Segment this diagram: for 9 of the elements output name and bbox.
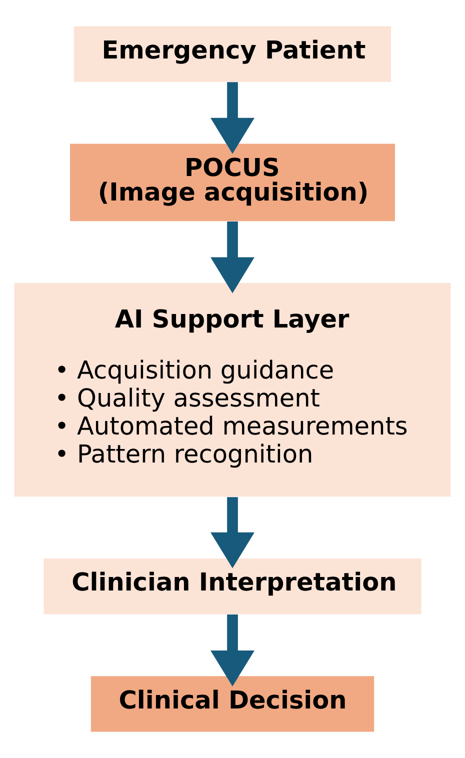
arrow xyxy=(210,222,254,294)
arrow xyxy=(210,497,254,568)
node-box: Emergency Patient xyxy=(74,26,392,82)
arrow xyxy=(210,82,254,154)
node-box: Clinical Decision xyxy=(90,676,374,732)
node-box: POCUS (Image acquisition) xyxy=(70,144,395,222)
node-box: AI Support Layer • Acquisition guidance • Quality assessment • Automated measurements • Pattern recognition xyxy=(14,283,451,497)
arrow xyxy=(210,614,254,686)
node-box: Clinician Interpretation xyxy=(44,558,422,614)
